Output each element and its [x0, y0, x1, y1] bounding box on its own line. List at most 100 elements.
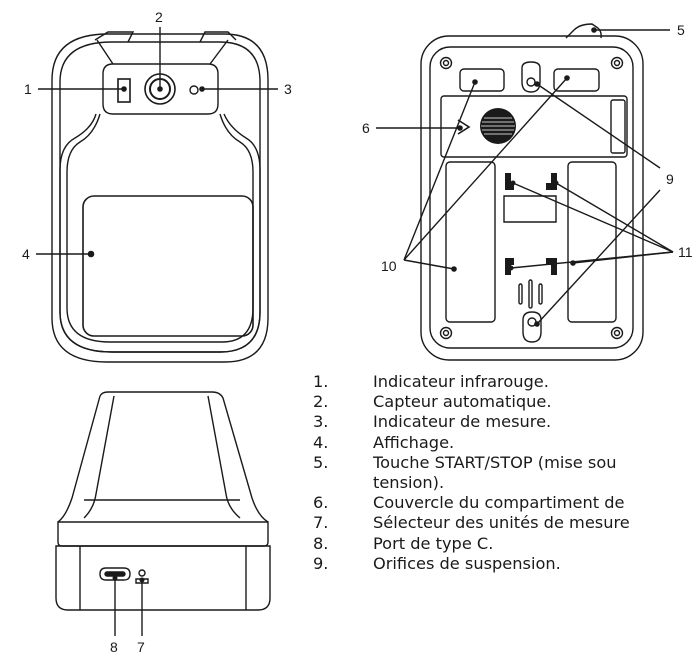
- legend-text: Couvercle du compartiment de: [373, 493, 625, 513]
- legend-number: 7.: [313, 513, 329, 533]
- legend-number: 4.: [313, 432, 329, 452]
- callout-dot-4: [87, 250, 95, 258]
- legend-item-7: 7. Sélecteur des unités de mesure: [313, 513, 630, 533]
- callout-line-10a: [403, 81, 476, 261]
- front-top-tab-left: [94, 31, 135, 43]
- callout-number-4: 4: [22, 246, 30, 262]
- start-stop-button: [565, 23, 602, 39]
- legend-text: Orifices de suspension.: [373, 553, 561, 573]
- bottom-view-base: [57, 521, 269, 547]
- front-top-tab-right: [199, 31, 237, 43]
- callout-number-3: 3: [284, 81, 292, 97]
- callout-line-9b: [536, 189, 661, 325]
- callout-number-11: 11: [678, 244, 693, 260]
- screw-bottom-left: [439, 326, 453, 340]
- callout-number-10: 10: [381, 258, 397, 274]
- legend-item-9: 9.Orifices de suspension.: [313, 554, 630, 574]
- type-c-port: [99, 567, 131, 581]
- battery-cover: [440, 95, 628, 158]
- callout-line-11a: [512, 182, 674, 253]
- legend-item-1: 1.Indicateur infrarouge.: [313, 372, 630, 392]
- legend-item-3: 3. Indicateur de mesure.: [313, 412, 630, 432]
- legend-item-4: 4. Affichage.: [313, 433, 630, 453]
- legend-number: 6.: [313, 493, 329, 513]
- battery-cover-tab: [610, 99, 626, 154]
- legend-text-continuation: tension).: [373, 473, 445, 493]
- legend-number: 2.: [313, 392, 329, 412]
- parts-legend: 1.Indicateur infrarouge. 2.Capteur autom…: [313, 372, 630, 574]
- callout-number-7: 7: [137, 639, 145, 655]
- screw-bottom-right-inner: [613, 329, 621, 337]
- front-sensor-bar-upper-left: [96, 39, 114, 65]
- measurement-indicator: [189, 85, 199, 95]
- callout-dot-2: [157, 86, 163, 92]
- callout-dot-11b: [553, 180, 559, 186]
- callout-dot-10a: [472, 79, 478, 85]
- legend-number: 5.: [313, 452, 329, 472]
- callout-number-5: 5: [677, 22, 685, 38]
- back-callouts: [376, 27, 674, 327]
- callout-number-8: 8: [110, 639, 118, 655]
- callout-line-11d: [572, 251, 674, 264]
- callout-dot-11c: [508, 265, 514, 271]
- front-outer-body: [51, 33, 269, 363]
- callout-dot-10b: [564, 75, 570, 81]
- front-display-housing-inner: [66, 113, 254, 343]
- bottom-view-top-left: [57, 395, 101, 523]
- callout-dot-5: [591, 27, 597, 33]
- bottom-view-top: [99, 391, 269, 523]
- legend-text: Indicateur infrarouge.: [373, 372, 549, 391]
- type-c-port-inner: [104, 571, 126, 577]
- callout-dot-7: [139, 577, 145, 583]
- vent-slots: [518, 279, 543, 309]
- front-sensor-bar: [102, 63, 219, 115]
- screw-top-right: [610, 56, 624, 70]
- bottom-view: [55, 391, 271, 611]
- callout-dot-9a: [534, 81, 540, 87]
- callout-dot-11a: [510, 180, 516, 186]
- bottom-view-top-inner: [83, 395, 241, 519]
- side-foot-right: [567, 161, 617, 323]
- speaker-lines: [481, 117, 515, 135]
- callout-line-9a: [536, 83, 661, 169]
- screw-top-left-inner: [442, 59, 450, 67]
- back-outer-body: [420, 35, 644, 361]
- callout-line-10c: [403, 259, 455, 270]
- battery-cover-arrow: [457, 119, 471, 135]
- side-foot-left: [445, 161, 496, 323]
- legend-number: 8.: [313, 533, 329, 553]
- hanging-hole-top: [521, 61, 541, 93]
- rubber-pad-top-left: [459, 68, 505, 92]
- callout-dot-1: [121, 86, 127, 92]
- callout-dot-10c: [451, 266, 457, 272]
- callout-line-11b: [555, 182, 674, 253]
- callout-numbers: 1 2 3 4 5 6 9 10 11 8 7: [22, 9, 693, 655]
- back-inner-panel: [429, 46, 634, 349]
- rubber-pad-top-right: [553, 68, 600, 92]
- mounting-clips: [505, 173, 557, 275]
- callout-dot-3: [199, 86, 205, 92]
- legend-text: Port de type C.: [373, 533, 494, 553]
- legend-text: Indicateur de mesure.: [373, 412, 552, 432]
- bottom-view-front-face: [55, 545, 271, 611]
- callout-number-2: 2: [155, 9, 163, 25]
- callout-dot-9b: [534, 321, 540, 327]
- callout-dot-6: [457, 125, 463, 131]
- hanging-hole-top-center: [526, 77, 536, 87]
- front-view: [51, 31, 269, 363]
- callout-dot-11d: [570, 260, 576, 266]
- callout-dot-8: [112, 575, 118, 581]
- legend-text: Sélecteur des unités de mesure: [373, 513, 630, 533]
- bottom-callouts: [112, 575, 145, 636]
- callout-line-10b: [403, 77, 568, 261]
- callout-number-9: 9: [666, 171, 674, 187]
- legend-number: 3.: [313, 412, 329, 432]
- callout-number-1: 1: [24, 81, 32, 97]
- unit-selector: [138, 569, 146, 577]
- callout-number-6: 6: [362, 120, 370, 136]
- legend-item-2: 2.Capteur automatique.: [313, 392, 630, 412]
- legend-text: Affichage.: [373, 432, 455, 452]
- legend-item-6: 6. Couvercle du compartiment de: [313, 493, 630, 513]
